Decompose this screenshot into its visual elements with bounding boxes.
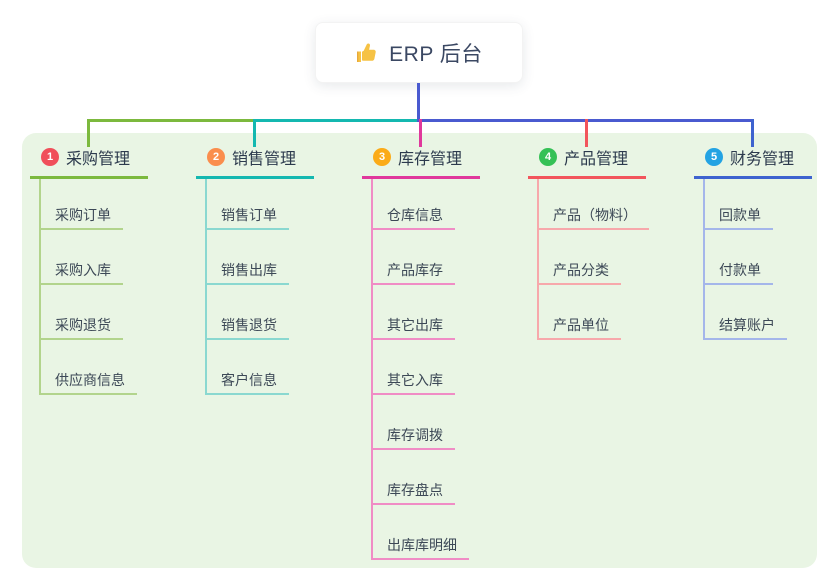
branch-node[interactable]: 1 采购管理 <box>41 146 130 168</box>
branch-node[interactable]: 5 财务管理 <box>705 146 794 168</box>
child-node[interactable]: 库存调拨 <box>387 427 443 443</box>
child-node[interactable]: 结算账户 <box>719 317 775 333</box>
child-underline <box>205 283 289 285</box>
branch-label: 财务管理 <box>730 151 795 168</box>
root-node[interactable]: ERP 后台 <box>315 22 523 83</box>
child-underline <box>371 338 455 340</box>
child-underline <box>39 338 123 340</box>
branch-underline <box>362 176 480 179</box>
root-stem-line <box>417 83 420 122</box>
child-node[interactable]: 其它出库 <box>387 317 443 333</box>
child-underline <box>537 338 621 340</box>
branch-drop-line <box>87 119 90 147</box>
child-node[interactable]: 产品库存 <box>387 262 443 278</box>
branches-panel <box>22 133 817 568</box>
child-node[interactable]: 产品单位 <box>553 317 609 333</box>
branch-underline <box>694 176 812 179</box>
child-node[interactable]: 采购退货 <box>55 317 111 333</box>
branch-label: 采购管理 <box>66 151 131 168</box>
branch-drop-line <box>253 119 256 147</box>
child-node[interactable]: 销售退货 <box>221 317 277 333</box>
child-underline <box>537 228 649 230</box>
child-underline <box>371 448 455 450</box>
child-node[interactable]: 产品分类 <box>553 262 609 278</box>
child-spine-line <box>371 179 373 560</box>
root-node-label: ERP 后台 <box>389 42 483 66</box>
branch-number-badge: 3 <box>373 148 391 166</box>
branch-label: 库存管理 <box>398 151 463 168</box>
child-underline <box>371 228 455 230</box>
child-node[interactable]: 销售出库 <box>221 262 277 278</box>
branch-label: 销售管理 <box>232 151 297 168</box>
child-node[interactable]: 回款单 <box>719 207 761 223</box>
child-spine-line <box>205 179 207 395</box>
thumbs-up-icon <box>357 43 376 62</box>
child-underline <box>205 393 289 395</box>
branch-number-badge: 1 <box>41 148 59 166</box>
child-underline <box>39 228 123 230</box>
child-node[interactable]: 销售订单 <box>221 207 277 223</box>
child-node[interactable]: 供应商信息 <box>55 372 125 388</box>
branch-number-badge: 5 <box>705 148 723 166</box>
child-node[interactable]: 采购入库 <box>55 262 111 278</box>
child-node[interactable]: 其它入库 <box>387 372 443 388</box>
child-underline <box>371 283 455 285</box>
child-underline <box>39 283 123 285</box>
branch-underline <box>30 176 148 179</box>
child-node[interactable]: 付款单 <box>719 262 761 278</box>
branch-underline <box>196 176 314 179</box>
child-underline <box>371 558 469 560</box>
child-node[interactable]: 出库库明细 <box>387 537 457 553</box>
child-node[interactable]: 库存盘点 <box>387 482 443 498</box>
branch-drop-line <box>585 119 588 147</box>
child-node[interactable]: 采购订单 <box>55 207 111 223</box>
branch-node[interactable]: 2 销售管理 <box>207 146 296 168</box>
child-node[interactable]: 产品（物料） <box>553 207 637 223</box>
child-node[interactable]: 仓库信息 <box>387 207 443 223</box>
child-underline <box>537 283 621 285</box>
child-spine-line <box>703 179 705 340</box>
rail-mid-teal-line <box>253 119 420 122</box>
branch-number-badge: 4 <box>539 148 557 166</box>
child-underline <box>39 393 137 395</box>
child-spine-line <box>537 179 539 340</box>
child-underline <box>371 503 455 505</box>
child-spine-line <box>39 179 41 395</box>
child-underline <box>703 283 773 285</box>
child-underline <box>205 228 289 230</box>
child-underline <box>703 228 773 230</box>
branch-drop-line <box>751 119 754 147</box>
child-underline <box>371 393 455 395</box>
branch-number-badge: 2 <box>207 148 225 166</box>
branch-node[interactable]: 4 产品管理 <box>539 146 628 168</box>
child-node[interactable]: 客户信息 <box>221 372 277 388</box>
branch-drop-line <box>419 119 422 147</box>
child-underline <box>703 338 787 340</box>
branch-underline <box>528 176 646 179</box>
branch-label: 产品管理 <box>564 151 629 168</box>
child-underline <box>205 338 289 340</box>
branch-node[interactable]: 3 库存管理 <box>373 146 462 168</box>
rail-left-green-line <box>87 119 256 122</box>
